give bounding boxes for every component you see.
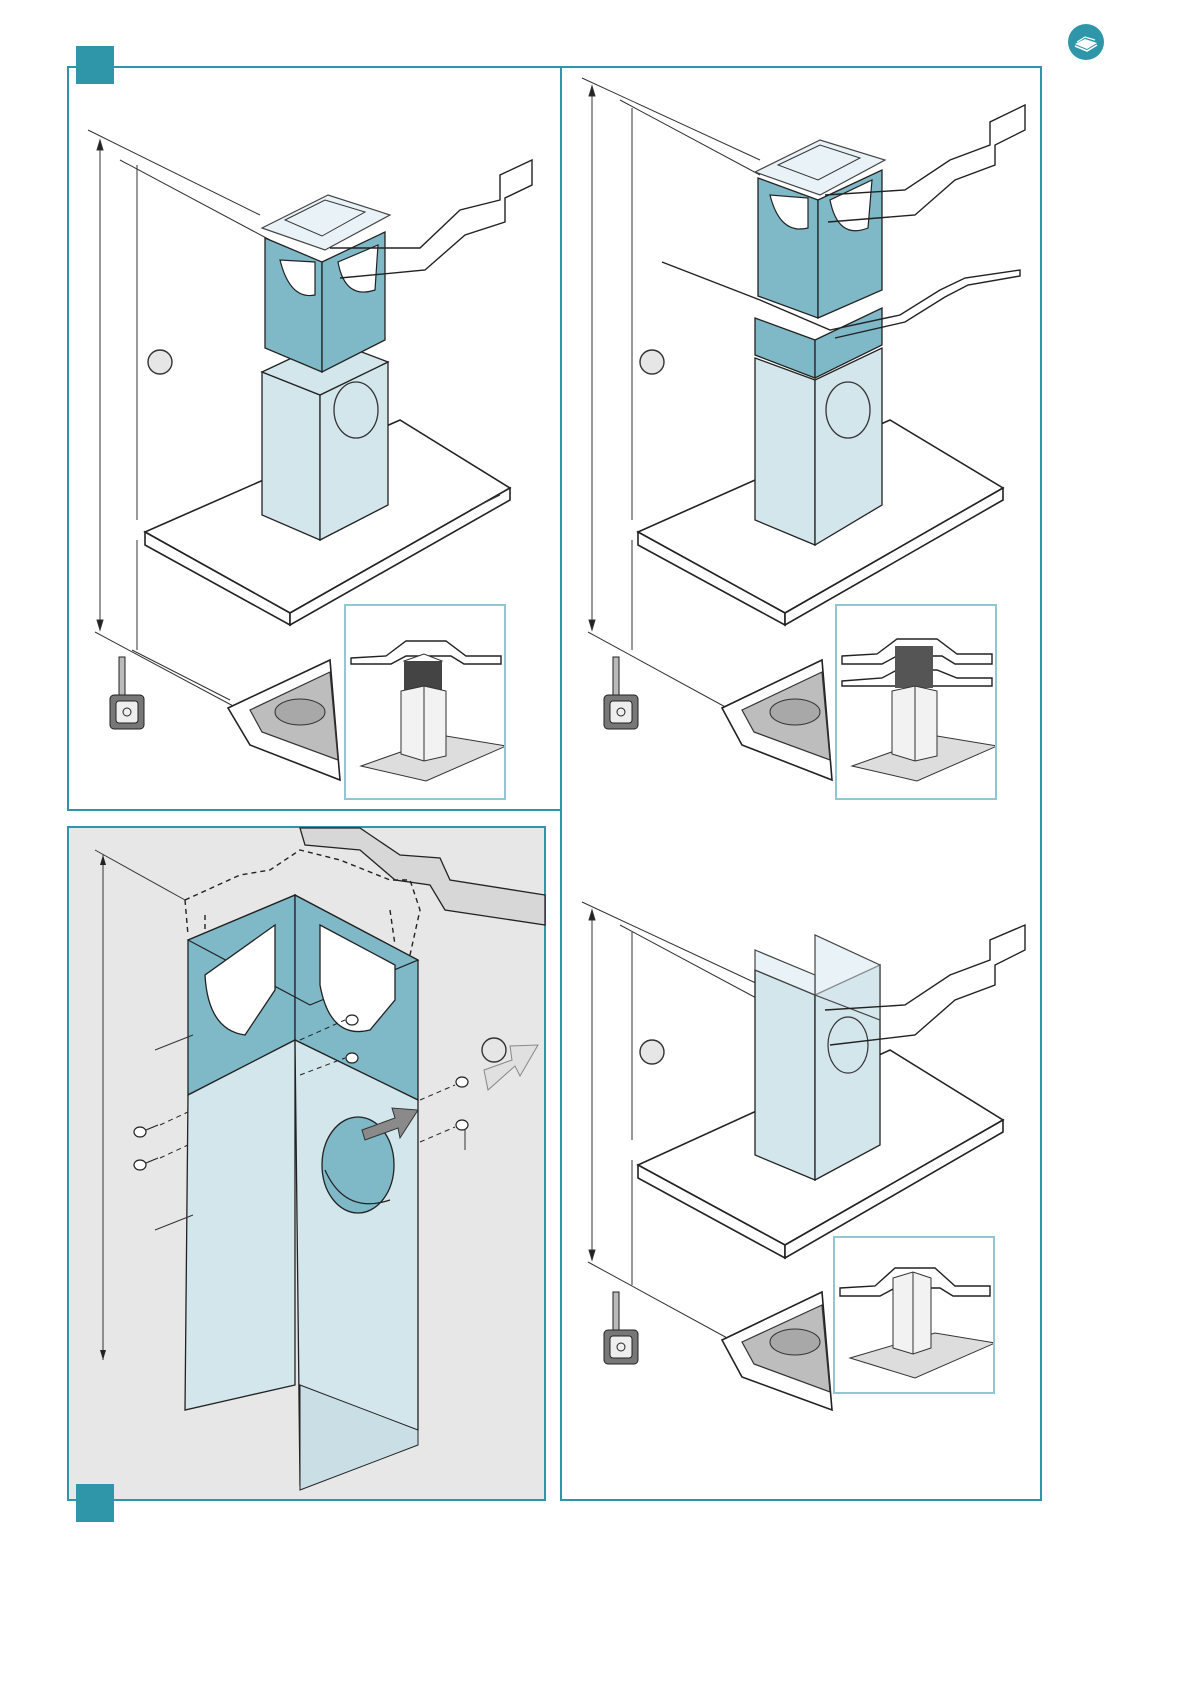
tape-measure-icon <box>600 1290 646 1372</box>
step-d-inset <box>833 1236 995 1394</box>
